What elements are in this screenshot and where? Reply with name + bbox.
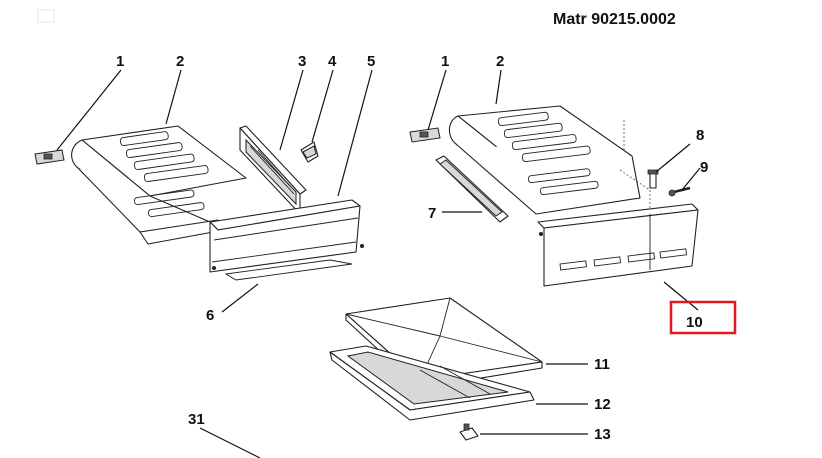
front-panel-part-5 <box>209 199 364 273</box>
leader-8 <box>655 143 691 173</box>
material-number: Matr 90215.0002 <box>553 11 676 28</box>
callout-8: 8 <box>696 127 704 144</box>
screw-part-9 <box>668 186 691 197</box>
leader-10 <box>663 281 699 311</box>
callout-1-left: 1 <box>116 53 124 70</box>
tray-part-12 <box>329 345 535 421</box>
dashed-guide <box>619 169 651 210</box>
callout-7: 7 <box>428 205 436 222</box>
callout-11: 11 <box>594 356 610 373</box>
clip-part-left <box>34 149 65 165</box>
base-plate-part-6 <box>224 259 353 281</box>
callout-13: 13 <box>594 426 611 443</box>
callout-5: 5 <box>367 53 375 70</box>
rear-panel-part-10 <box>537 203 699 287</box>
tray-part-left <box>71 125 247 245</box>
highlight-box-10 <box>669 300 737 335</box>
leader-1-left <box>56 69 122 151</box>
callout-31: 31 <box>188 411 205 428</box>
bracket-part-4 <box>300 141 319 163</box>
clip-part-right <box>409 127 441 143</box>
frame-part-3 <box>239 125 307 215</box>
leader-5 <box>337 69 373 197</box>
leader-6 <box>221 283 259 313</box>
leader-1-right <box>427 69 447 131</box>
callout-1-right: 1 <box>441 53 449 70</box>
leader-31 <box>199 427 261 458</box>
right-tray-assembly <box>409 105 699 287</box>
callout-6: 6 <box>206 307 214 324</box>
callout-2-left: 2 <box>176 53 184 70</box>
leader-9 <box>681 167 701 191</box>
callout-10: 10 <box>686 314 703 331</box>
callout-9: 9 <box>700 159 708 176</box>
pin-part-8 <box>647 169 659 189</box>
left-tray-assembly <box>34 125 364 281</box>
rail-part-7 <box>435 155 509 223</box>
callout-2-right: 2 <box>496 53 504 70</box>
callout-12: 12 <box>594 396 611 413</box>
leader-2-left <box>165 69 182 125</box>
tray-part-right <box>448 105 641 215</box>
leader-4 <box>311 69 334 143</box>
leader-2-right <box>495 69 502 105</box>
callout-4: 4 <box>328 53 337 70</box>
watermark-mark <box>37 9 55 23</box>
foot-part-13 <box>459 423 479 441</box>
leader-3 <box>279 69 304 151</box>
callout-3: 3 <box>298 53 306 70</box>
